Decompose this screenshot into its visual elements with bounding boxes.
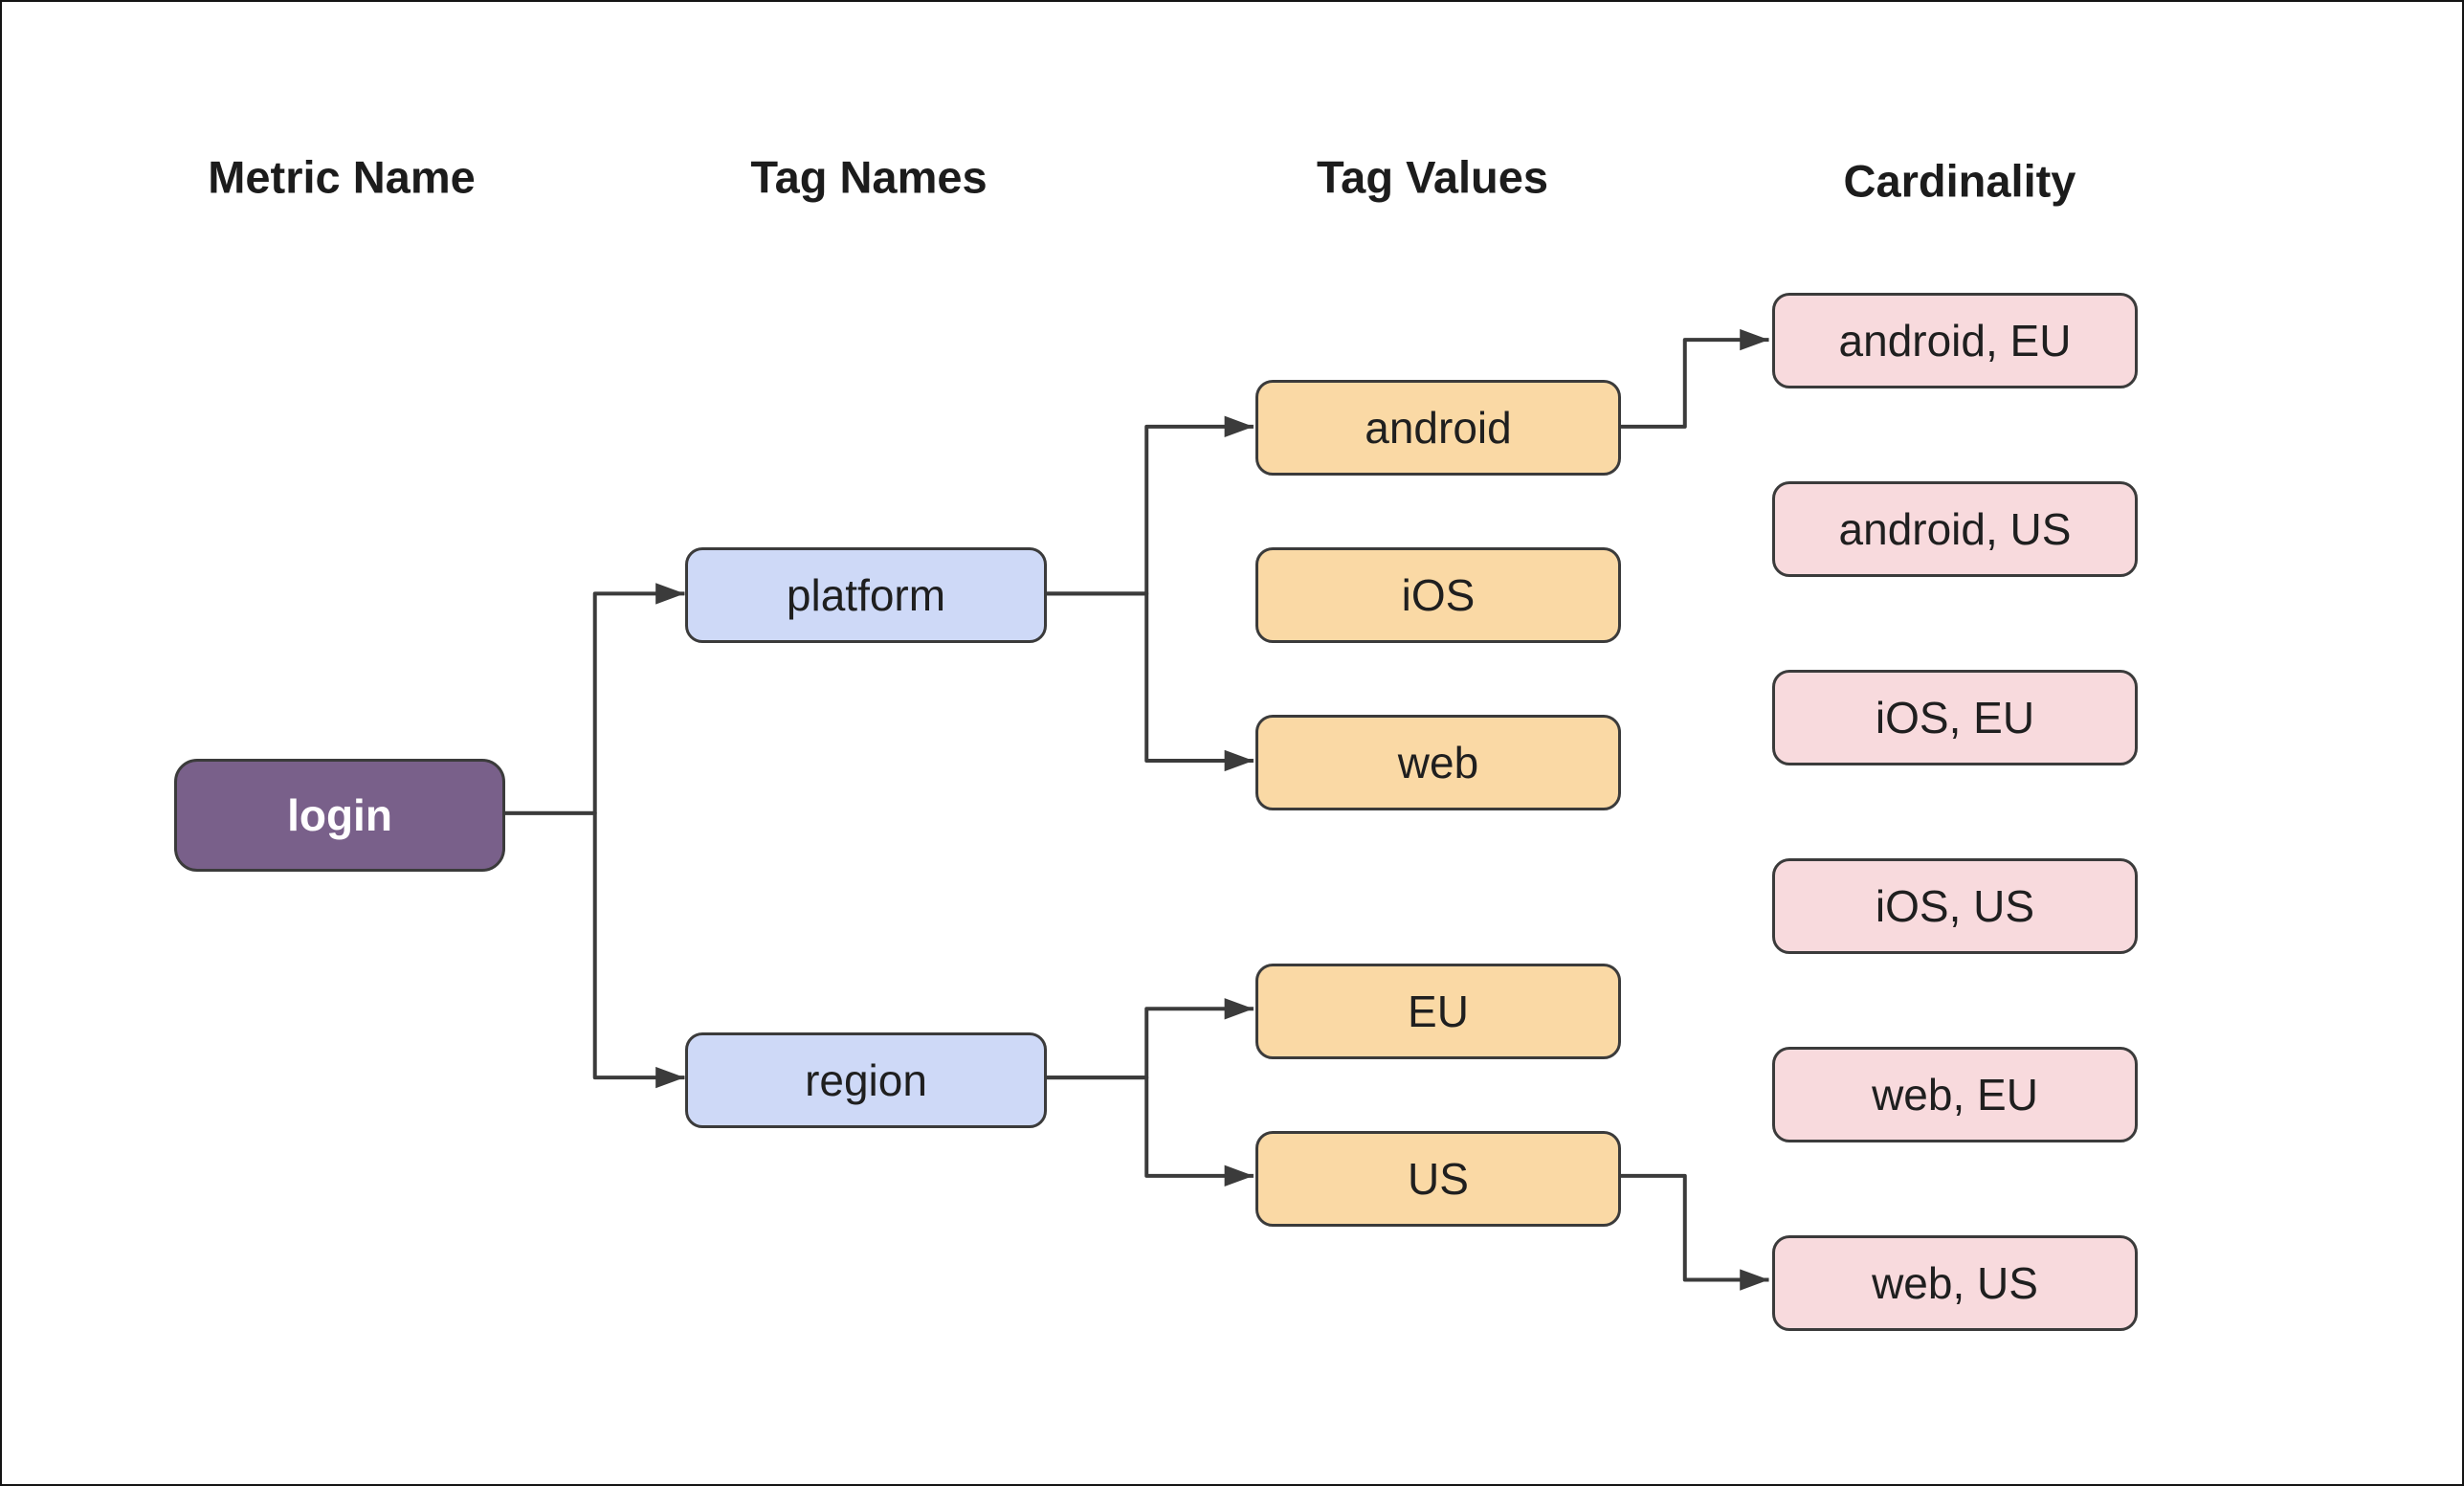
node-android-eu: android, EU [1772, 293, 2138, 388]
node-ios-eu: iOS, EU [1772, 670, 2138, 765]
node-ios: iOS [1255, 547, 1621, 643]
node-label: web, EU [1872, 1070, 2038, 1120]
node-android-us: android, US [1772, 481, 2138, 577]
node-web: web [1255, 715, 1621, 810]
column-header-cardinality: Cardinality [1843, 155, 2076, 207]
node-label: iOS, US [1875, 881, 2035, 931]
edge-platform-android [1045, 415, 1254, 596]
node-label: iOS [1401, 570, 1476, 620]
node-ios-us: iOS, US [1772, 858, 2138, 954]
node-label: web, US [1872, 1258, 2038, 1308]
node-platform: platform [685, 547, 1047, 643]
node-label: US [1408, 1154, 1469, 1204]
node-region: region [685, 1032, 1047, 1128]
node-label: web [1397, 738, 1479, 787]
node-label: platform [786, 570, 946, 620]
edge-login-region [504, 810, 685, 1089]
node-eu: EU [1255, 964, 1621, 1059]
node-label: EU [1408, 987, 1469, 1036]
node-label: region [805, 1055, 927, 1105]
node-login: login [174, 759, 505, 872]
node-label: android [1365, 403, 1512, 453]
edge-platform-web [1045, 591, 1254, 772]
node-us: US [1255, 1131, 1621, 1227]
edge-login-platform [504, 583, 685, 815]
node-android: android [1255, 380, 1621, 476]
node-web-us: web, US [1772, 1235, 2138, 1331]
node-web-eu: web, EU [1772, 1047, 2138, 1142]
node-label: login [287, 790, 392, 840]
edge-us-web-us [1617, 1173, 1769, 1291]
column-header-metric-name: Metric Name [208, 151, 476, 203]
edges-group [504, 328, 1769, 1291]
node-label: android, EU [1838, 316, 2072, 366]
edge-region-eu [1045, 998, 1254, 1080]
column-header-tag-names: Tag Names [750, 151, 988, 203]
node-label: iOS, EU [1875, 693, 2035, 743]
column-header-tag-values: Tag Values [1316, 151, 1549, 203]
edge-android-android-eu [1617, 328, 1769, 429]
node-label: android, US [1838, 504, 2072, 554]
edge-region-us [1045, 1076, 1254, 1187]
